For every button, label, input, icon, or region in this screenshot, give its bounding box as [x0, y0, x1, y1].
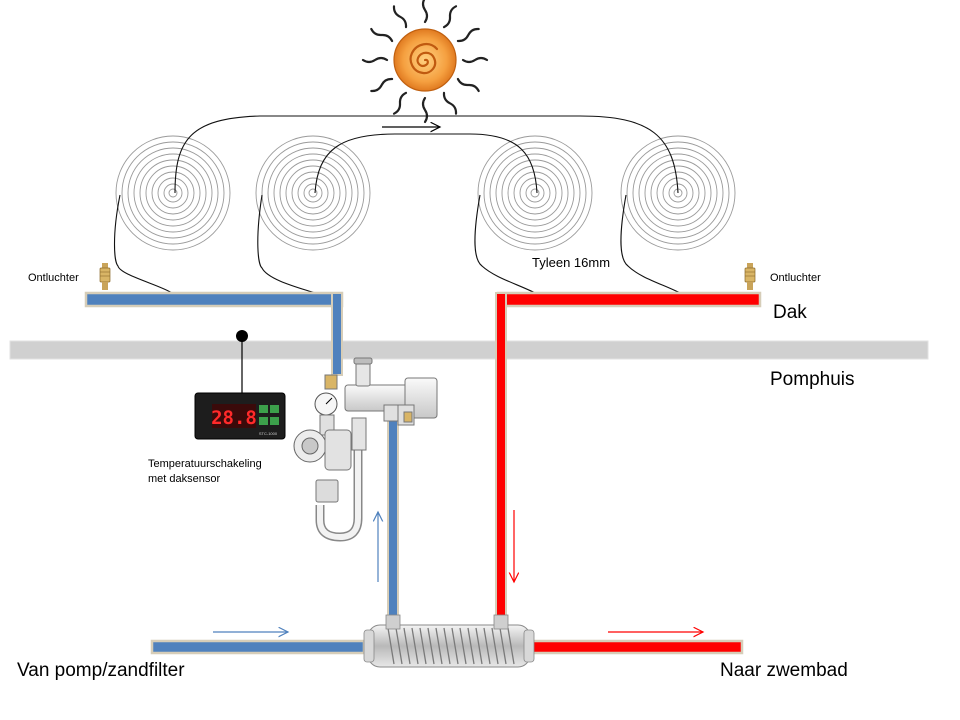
- vent-label-right: Ontluchter: [770, 272, 821, 284]
- pump-house-label: Pomphuis: [770, 369, 855, 390]
- hot-return-pipe: [495, 291, 762, 655]
- controller-label-line2: met daksensor: [148, 473, 221, 485]
- cold-supply-pipe: [84, 291, 399, 655]
- solar-collector-4: [620, 135, 736, 251]
- heat-exchanger: [363, 614, 535, 668]
- controller-model-label: STC-1000: [259, 431, 278, 436]
- vent-label-left: Ontluchter: [28, 272, 79, 284]
- solar-collector-1: [115, 135, 231, 251]
- from-pump-label: Van pomp/zandfilter: [17, 660, 185, 681]
- solar-collector-3: [477, 135, 593, 251]
- tube-label: Tyleen 16mm: [532, 255, 611, 270]
- air-vent-icon-left: [99, 263, 111, 290]
- roof-label: Dak: [773, 302, 807, 323]
- solar-collector-2: [255, 135, 371, 251]
- controller-label-line1: Temperatuurschakeling: [148, 458, 262, 470]
- controller-label: Temperatuurschakeling met daksensor: [148, 457, 262, 487]
- pump-manifold-group: [293, 357, 438, 542]
- temperature-controller: 28.8 STC-1000: [194, 330, 286, 440]
- air-vent-icon-right: [744, 263, 756, 290]
- sun-icon: [361, 0, 489, 124]
- roof-sensor-icon: [236, 330, 248, 342]
- to-pool-label: Naar zwembad: [720, 660, 848, 681]
- controller-display-value: 28.8: [211, 407, 257, 429]
- collector-tubes: [114, 115, 681, 294]
- roof-divider: [9, 340, 929, 360]
